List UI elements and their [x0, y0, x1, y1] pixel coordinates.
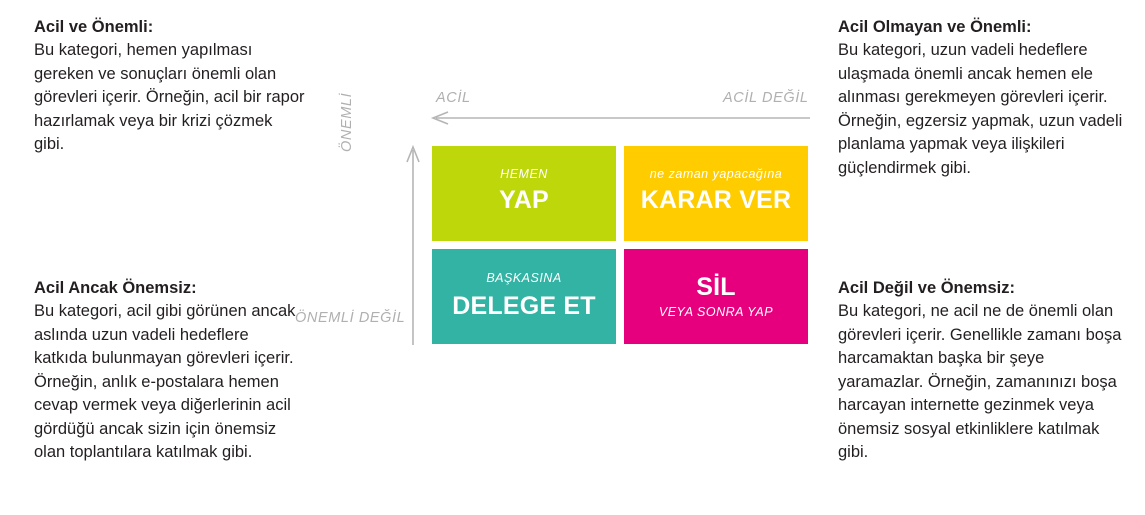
quadrant-grid: HEMEN YAP ne zaman yapacağına KARAR VER … [432, 146, 808, 344]
quadrant-small-label: VEYA SONRA YAP [658, 305, 774, 319]
axis-label-not-important: ÖNEMLİ DEĞİL [295, 310, 406, 326]
quadrant-decide[interactable]: ne zaman yapacağına KARAR VER [624, 146, 808, 241]
description-title: Acil Ancak Önemsiz: [34, 279, 197, 297]
quadrant-big-label: YAP [499, 185, 549, 214]
quadrant-big-label: SİL [696, 273, 736, 302]
quadrant-small-label: BAŞKASINA [486, 271, 562, 286]
description-title: Acil Olmayan ve Önemli: [838, 18, 1032, 36]
description-title: Acil Değil ve Önemsiz: [838, 279, 1015, 297]
description-title: Acil ve Önemli: [34, 18, 154, 36]
axis-label-urgent: ACİL [436, 90, 471, 106]
description-not-urgent-not-important: Acil Değil ve Önemsiz: Bu kategori, ne a… [838, 277, 1128, 464]
description-body: Bu kategori, acil gibi görünen ancak asl… [34, 302, 296, 461]
description-body: Bu kategori, ne acil ne de önemli olan g… [838, 302, 1122, 461]
quadrant-delete[interactable]: SİL VEYA SONRA YAP [624, 249, 808, 344]
quadrant-delegate[interactable]: BAŞKASINA DELEGE ET [432, 249, 616, 344]
axis-label-important: ÖNEMLİ [339, 92, 355, 152]
description-body: Bu kategori, hemen yapılması gereken ve … [34, 41, 305, 154]
description-not-urgent-important: Acil Olmayan ve Önemli: Bu kategori, uzu… [838, 16, 1124, 180]
axis-label-not-urgent: ACİL DEĞİL [723, 90, 809, 106]
quadrant-small-label: HEMEN [500, 167, 548, 181]
quadrant-big-label: DELEGE ET [452, 292, 596, 320]
quadrant-small-label: ne zaman yapacağına [649, 167, 783, 181]
description-urgent-not-important: Acil Ancak Önemsiz: Bu kategori, acil gi… [34, 277, 306, 464]
description-body: Bu kategori, uzun vadeli hedeflere ulaşm… [838, 41, 1123, 177]
quadrant-big-label: KARAR VER [640, 185, 792, 214]
quadrant-do[interactable]: HEMEN YAP [432, 146, 616, 241]
description-urgent-important: Acil ve Önemli: Bu kategori, hemen yapıl… [34, 16, 306, 157]
